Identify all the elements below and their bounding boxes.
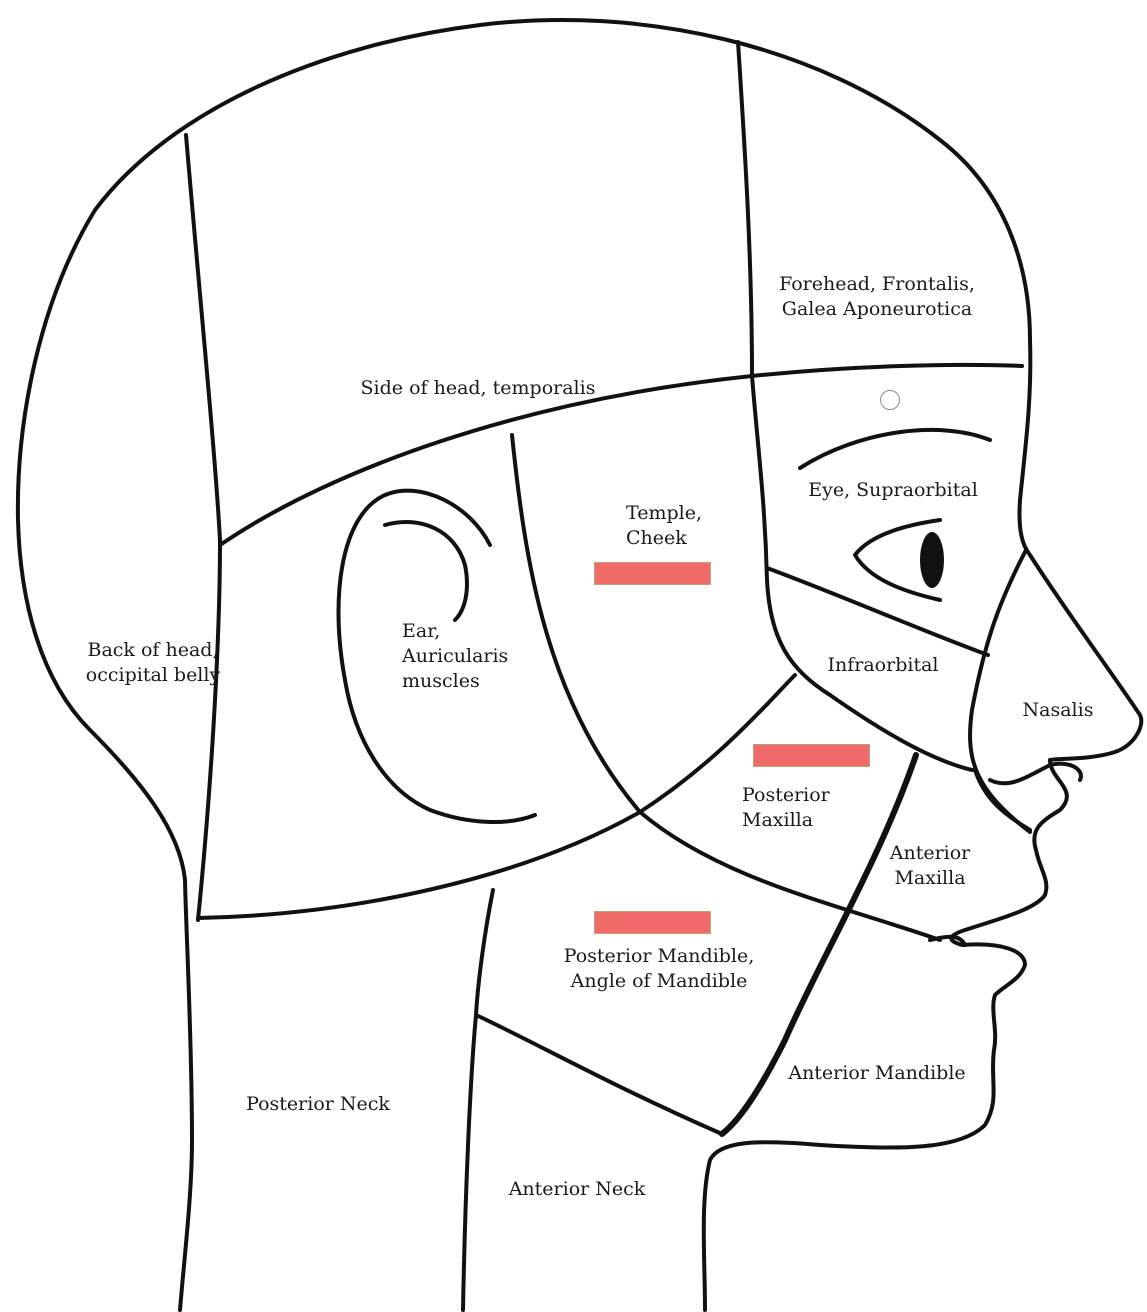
- label-nasalis: Nasalis: [1023, 698, 1094, 723]
- label-anterior-maxilla: Anterior Maxilla: [890, 841, 971, 891]
- label-side-of-head: Side of head, temporalis: [361, 376, 596, 401]
- divider-chin: [476, 1015, 722, 1134]
- label-posterior-maxilla: Posterior Maxilla: [742, 783, 830, 833]
- label-eye: Eye, Supraorbital: [808, 478, 978, 503]
- label-posterior-neck: Posterior Neck: [246, 1092, 390, 1117]
- divider-infraorbital-top: [767, 568, 988, 655]
- eye-iris: [920, 532, 944, 588]
- circle-marker[interactable]: [880, 390, 900, 410]
- label-posterior-mandible: Posterior Mandible, Angle of Mandible: [564, 944, 755, 994]
- divider-forehead-vertical: [738, 42, 752, 376]
- label-infraorbital: Infraorbital: [828, 653, 939, 678]
- label-ear: Ear, Auricularis muscles: [402, 619, 508, 694]
- label-temple: Temple, Cheek: [626, 501, 702, 551]
- nostril-line: [990, 764, 1081, 784]
- highlight-posterior-maxilla[interactable]: [753, 744, 870, 767]
- divider-temple-back: [512, 435, 940, 940]
- eyebrow: [800, 430, 990, 468]
- label-forehead: Forehead, Frontalis, Galea Aponeurotica: [779, 272, 975, 322]
- highlight-posterior-mandible[interactable]: [594, 911, 711, 934]
- label-back-of-head: Back of head, occipital belly: [86, 638, 220, 688]
- divider-neck: [463, 890, 493, 1310]
- label-anterior-mandible: Anterior Mandible: [788, 1061, 965, 1086]
- label-anterior-neck: Anterior Neck: [509, 1177, 646, 1202]
- highlight-temple[interactable]: [594, 562, 711, 585]
- divider-back-head: [186, 135, 220, 920]
- divider-side-head: [220, 365, 1022, 545]
- ear-inner: [385, 522, 467, 620]
- divider-jaw: [198, 675, 795, 918]
- divider-nasalis: [970, 550, 1030, 832]
